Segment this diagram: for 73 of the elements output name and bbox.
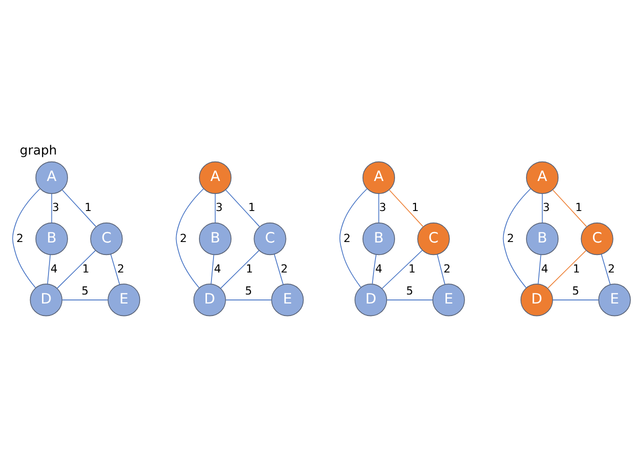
edge-label: 2 xyxy=(608,262,615,276)
connector xyxy=(542,193,543,224)
connector xyxy=(547,250,586,289)
node-circle: D xyxy=(193,284,226,316)
node-circle: C xyxy=(254,222,286,256)
node-circle: E xyxy=(598,284,631,316)
edge-label: 2 xyxy=(280,262,288,276)
edge-label: 1 xyxy=(412,201,419,214)
connector xyxy=(56,250,96,289)
edge-label: 2 xyxy=(443,262,451,276)
node-circle: E xyxy=(271,284,304,316)
diagram-title: graph xyxy=(20,142,57,158)
edge-label: 2 xyxy=(16,232,24,245)
node-circle: D xyxy=(520,284,554,316)
connector xyxy=(538,254,542,284)
connector xyxy=(214,193,216,224)
edge-label: 3 xyxy=(52,201,60,214)
edge-label: 5 xyxy=(406,284,414,298)
edge-label: 2 xyxy=(117,262,124,276)
edge-label: 5 xyxy=(81,284,89,298)
edge-label: 2 xyxy=(507,232,514,245)
edge-label: 5 xyxy=(572,284,580,298)
node-circle: C xyxy=(417,222,450,256)
node-circle: A xyxy=(198,161,232,194)
node-circle: B xyxy=(35,222,68,256)
edge-label: 4 xyxy=(375,262,382,276)
edge-label: 3 xyxy=(542,201,550,214)
edge-label: 1 xyxy=(572,262,580,276)
node-circle: D xyxy=(354,284,388,316)
connector xyxy=(372,254,377,284)
edge-label: 5 xyxy=(245,284,252,298)
node-circle: E xyxy=(108,284,140,316)
connector xyxy=(47,254,51,284)
node-circle: A xyxy=(526,161,559,194)
connector xyxy=(110,254,120,285)
connector xyxy=(502,188,531,288)
connector xyxy=(176,188,204,288)
connector xyxy=(382,250,423,289)
edge-label: 3 xyxy=(216,201,223,214)
connector xyxy=(225,190,260,227)
node-circle: B xyxy=(198,222,232,256)
edge-label: 1 xyxy=(575,201,582,214)
edge-label: 2 xyxy=(180,232,188,245)
connector xyxy=(220,250,260,289)
connector xyxy=(51,193,52,224)
connector xyxy=(210,254,214,284)
edge-label: 4 xyxy=(50,262,58,276)
edge-label: 4 xyxy=(541,262,548,276)
edge-label: 1 xyxy=(246,262,253,276)
edge-label: 3 xyxy=(379,201,386,214)
connector xyxy=(12,188,40,288)
edge-label: 1 xyxy=(408,262,416,276)
node-circle: E xyxy=(432,284,465,316)
edge-label: 1 xyxy=(84,201,92,214)
node-circle: D xyxy=(30,284,62,316)
node-circle: A xyxy=(35,161,68,194)
connector xyxy=(62,190,96,227)
connector xyxy=(552,190,587,227)
connector xyxy=(378,193,380,224)
edge-label: 4 xyxy=(214,262,222,276)
connector xyxy=(436,254,446,285)
node-circle: B xyxy=(362,222,396,256)
node-circle: B xyxy=(526,222,559,256)
edge-label: 2 xyxy=(343,232,351,245)
edge-label: 1 xyxy=(248,201,256,214)
connector xyxy=(339,188,368,288)
node-circle: C xyxy=(580,222,614,256)
node-circle: A xyxy=(362,161,396,194)
connector xyxy=(600,254,611,285)
node-circle: C xyxy=(90,222,123,256)
connector xyxy=(388,190,424,227)
edge-label: 1 xyxy=(82,262,90,276)
connector xyxy=(274,254,284,285)
